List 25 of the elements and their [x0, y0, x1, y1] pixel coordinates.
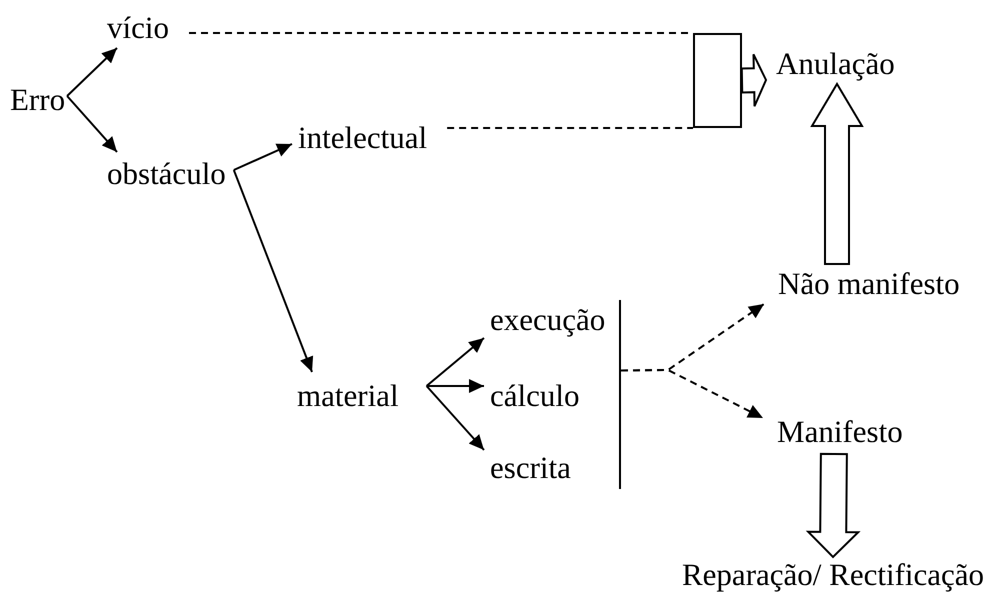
concept-label: Anulação [776, 46, 895, 82]
concept-label: Erro [10, 82, 66, 118]
concept-label: execução [490, 302, 606, 338]
block-arrow [810, 82, 864, 265]
concept-label: Não manifesto [778, 266, 960, 302]
concept-label: intelectual [298, 120, 428, 156]
dashed-line [447, 127, 693, 129]
arrow [426, 337, 485, 387]
concept-label: Manifesto [777, 414, 903, 450]
concept-label: vício [107, 10, 169, 46]
concept-label: escrita [490, 450, 571, 486]
arrow [232, 170, 314, 372]
block-arrow [806, 452, 861, 558]
concept-label: obstáculo [107, 156, 226, 192]
block-arrow [740, 53, 768, 108]
arrow [233, 143, 292, 171]
arrow [66, 47, 118, 97]
concept-label: Reparação/ Rectificação [682, 557, 984, 593]
bracket-box [693, 33, 742, 128]
arrow [426, 385, 485, 451]
concept-label: cálculo [490, 378, 580, 414]
dashed-arrow [621, 369, 764, 419]
arrow [66, 95, 118, 153]
concept-label: material [297, 378, 399, 414]
arrow [426, 379, 484, 393]
